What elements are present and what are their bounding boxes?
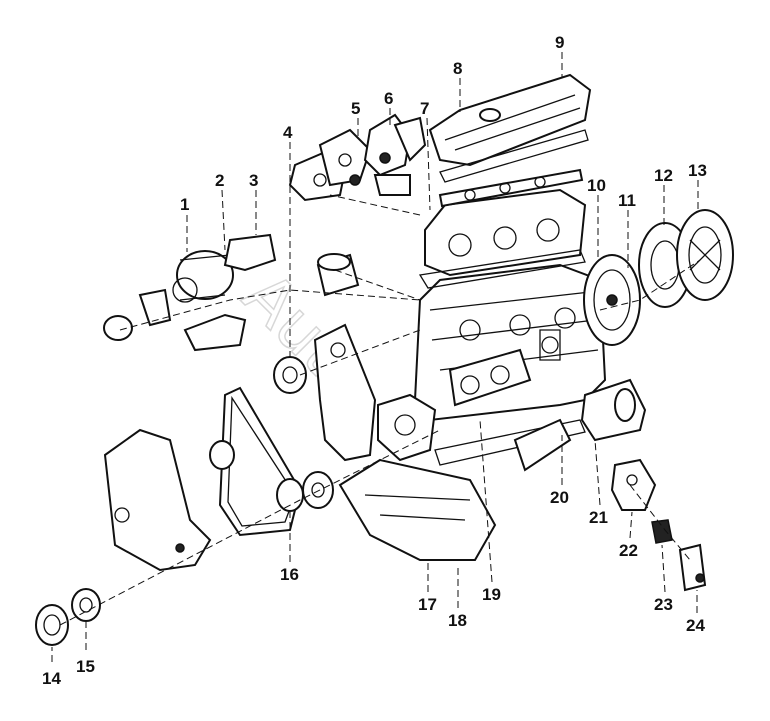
callout-2: 2 bbox=[215, 171, 224, 190]
callout-15: 15 bbox=[76, 657, 95, 676]
callout-14: 14 bbox=[42, 669, 61, 688]
callout-23: 23 bbox=[654, 595, 673, 614]
callout-1: 1 bbox=[180, 195, 189, 214]
alternator bbox=[172, 250, 234, 303]
exhaust-pipe bbox=[513, 418, 572, 472]
oil-pan-gasket bbox=[434, 419, 586, 466]
callout-labels: 1 2 3 4 5 6 7 8 9 10 11 12 13 14 15 16 1… bbox=[42, 33, 707, 688]
camshaft bbox=[438, 168, 584, 208]
oil-pump bbox=[377, 393, 437, 462]
callout-17: 17 bbox=[418, 595, 437, 614]
mount-bracket bbox=[678, 543, 707, 592]
alternator-bracket bbox=[183, 233, 277, 352]
callout-18: 18 bbox=[448, 611, 467, 630]
timing-belt-cover-rear bbox=[313, 323, 377, 462]
callout-21: 21 bbox=[589, 508, 608, 527]
callout-12: 12 bbox=[654, 166, 673, 185]
callout-24: 24 bbox=[686, 616, 705, 635]
engine-mount bbox=[610, 458, 657, 511]
engine-block bbox=[413, 263, 607, 422]
callout-22: 22 bbox=[619, 541, 638, 560]
callout-13: 13 bbox=[688, 161, 707, 180]
oil-filter bbox=[316, 253, 360, 297]
callout-11: 11 bbox=[618, 191, 636, 210]
valve-cover bbox=[428, 73, 592, 183]
timing-cover-front bbox=[103, 428, 212, 572]
oil-pan bbox=[338, 458, 497, 561]
callout-16: 16 bbox=[280, 565, 299, 584]
clutch-assembly bbox=[638, 209, 734, 308]
flywheel bbox=[583, 254, 641, 346]
callout-20: 20 bbox=[550, 488, 569, 507]
assembly-lines bbox=[59, 194, 701, 626]
callout-19: 19 bbox=[482, 585, 501, 604]
crank-sprockets bbox=[276, 471, 334, 512]
damper bbox=[71, 588, 101, 622]
callout-9: 9 bbox=[555, 33, 564, 52]
manifold-gaskets bbox=[288, 113, 427, 202]
callout-6: 6 bbox=[384, 89, 393, 108]
callout-8: 8 bbox=[453, 59, 462, 78]
callout-leaders bbox=[51, 52, 699, 662]
tensioner bbox=[209, 440, 235, 470]
crank-pulley bbox=[35, 604, 69, 646]
callout-3: 3 bbox=[249, 171, 258, 190]
small-pulleys-left bbox=[103, 288, 172, 341]
sensor bbox=[651, 519, 673, 544]
callout-4: 4 bbox=[283, 123, 293, 142]
callout-7: 7 bbox=[420, 99, 429, 118]
starter-motor bbox=[580, 378, 647, 442]
callout-5: 5 bbox=[351, 99, 360, 118]
crankshaft bbox=[448, 348, 532, 407]
callout-10: 10 bbox=[587, 176, 606, 195]
